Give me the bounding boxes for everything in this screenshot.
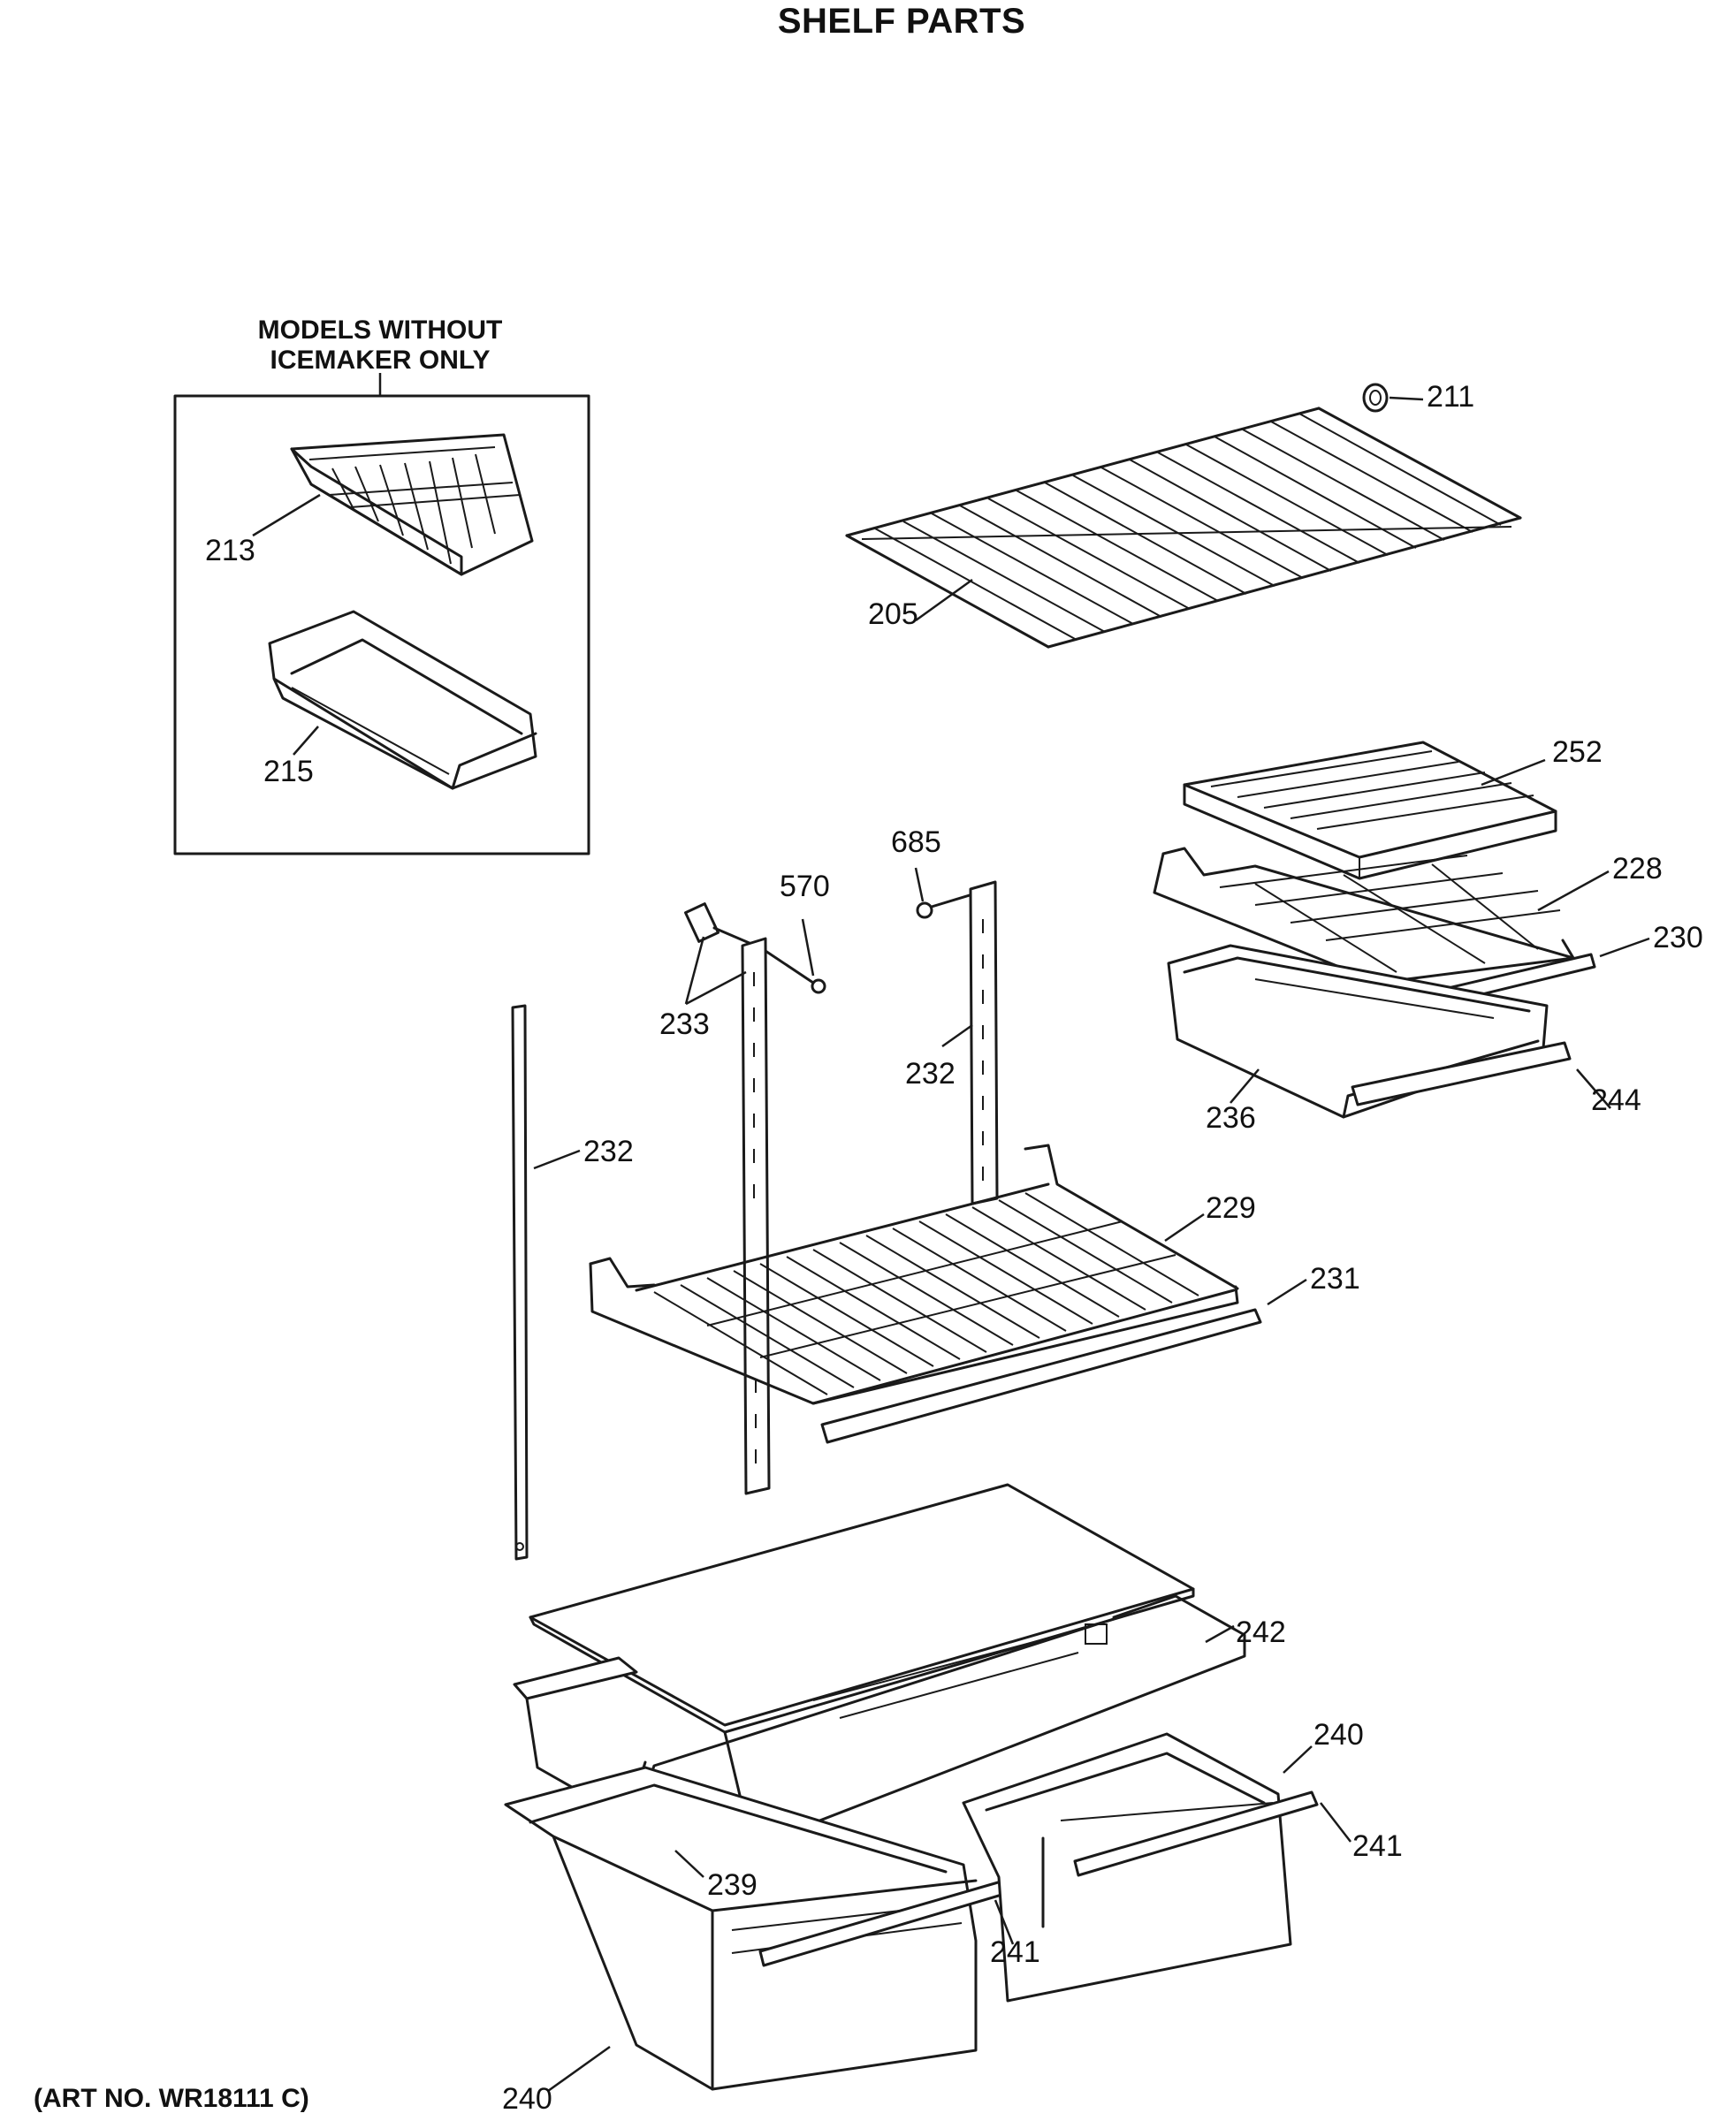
wire-shelf-top-part (845, 407, 1522, 649)
art-number: (ART NO. WR18111 C) (34, 2084, 309, 2113)
inset-box (173, 373, 590, 855)
callout-240-right: 240 (1313, 1718, 1364, 1752)
shelf-stud-part (1362, 383, 1389, 413)
crisper-drawer-right-part (962, 1732, 1292, 2003)
ice-tray-part (290, 433, 534, 576)
bracket-clip-part (684, 902, 753, 946)
storage-bin-part (268, 610, 537, 790)
inset-caption-line1: MODELS WITHOUT (257, 315, 503, 345)
crisper-drawer-left-part (504, 1766, 978, 2091)
shelf-rail-left-part (511, 1004, 529, 1561)
callout-231: 231 (1310, 1262, 1360, 1296)
crisper-frame-part (1153, 847, 1575, 984)
callout-228: 228 (1612, 852, 1663, 886)
crisper-cover-frame-part (513, 1483, 1246, 1849)
callout-570: 570 (780, 870, 830, 903)
crisper-handle-part (1351, 1041, 1572, 1106)
callout-232-right: 232 (905, 1057, 956, 1091)
cantilever-shelf-part (589, 1144, 1239, 1405)
callout-242: 242 (1236, 1615, 1286, 1649)
drawer-handle-right-part (1073, 1790, 1319, 1877)
callout-229: 229 (1206, 1191, 1256, 1225)
callout-236: 236 (1206, 1101, 1256, 1135)
callout-252: 252 (1552, 735, 1603, 769)
callout-232-left: 232 (583, 1135, 634, 1168)
callout-230: 230 (1653, 921, 1703, 954)
callout-241-right: 241 (1352, 1829, 1403, 1863)
page-title: SHELF PARTS (777, 2, 1026, 41)
callout-215: 215 (263, 755, 314, 788)
callout-685: 685 (891, 825, 941, 859)
inset-caption-line2: ICEMAKER ONLY (270, 346, 491, 375)
shelf-trim-part (820, 1308, 1262, 1444)
callout-239: 239 (707, 1868, 758, 1902)
callout-205: 205 (868, 597, 918, 631)
shelf-ladder-right-part (969, 880, 999, 1205)
callout-244: 244 (1591, 1083, 1641, 1117)
screw-570-part (758, 946, 826, 994)
callout-233: 233 (659, 1007, 710, 1041)
shelf-ladder-center-part (741, 937, 771, 1495)
leader-lines (252, 396, 1650, 2093)
callout-240-left: 240 (502, 2082, 552, 2116)
callout-211: 211 (1427, 380, 1475, 414)
crisper-cover-part (1183, 741, 1557, 880)
callout-241-left: 241 (990, 1935, 1040, 1969)
callout-213: 213 (205, 534, 255, 567)
